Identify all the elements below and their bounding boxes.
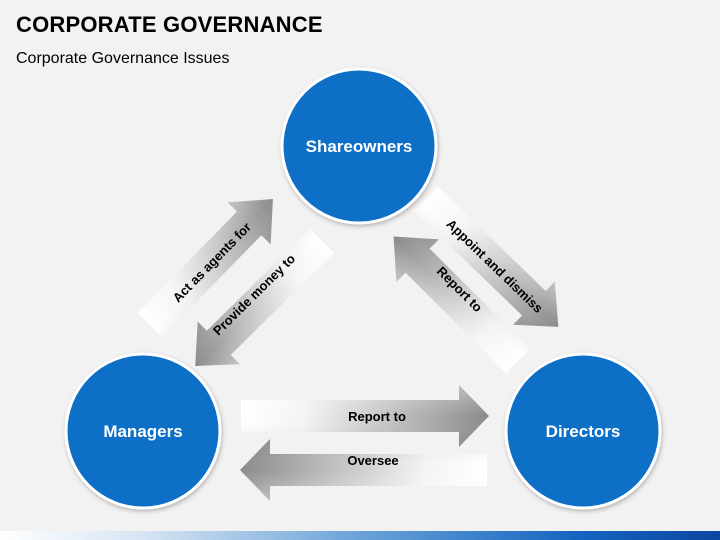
node-managers: Managers: [64, 352, 222, 510]
node-shareowners: Shareowners: [280, 67, 438, 225]
footer-bar: [0, 531, 720, 540]
arrow-act-as-agents-for: Act as agents for: [137, 199, 273, 337]
node-label-shareowners: Shareowners: [306, 137, 413, 156]
node-label-directors: Directors: [546, 422, 621, 441]
node-directors: Directors: [504, 352, 662, 510]
arrow-oversee: Oversee: [240, 439, 487, 501]
page-subtitle: Corporate Governance Issues: [16, 50, 230, 67]
arrow-label-oversee: Oversee: [347, 453, 398, 468]
arrow-provide-money-to: Provide money to: [195, 228, 334, 366]
arrow-report-to-directors: Report to: [241, 385, 489, 447]
arrow-report-to-shareowners: Report to: [393, 236, 531, 374]
arrow-label-report-to-directors: Report to: [348, 409, 406, 424]
arrow-label-act-as-agents-for: Act as agents for: [170, 219, 254, 305]
page-title: CORPORATE GOVERNANCE: [16, 12, 323, 37]
node-label-managers: Managers: [103, 422, 182, 441]
